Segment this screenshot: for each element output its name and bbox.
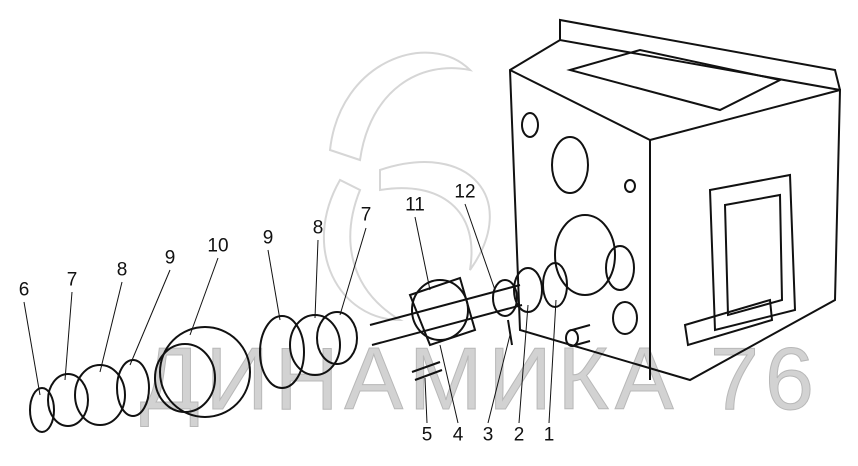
- callout-9: 9: [164, 247, 176, 269]
- callout-9b: 9: [262, 227, 274, 249]
- callout-7: 7: [66, 269, 78, 291]
- leader-lines: [23, 203, 557, 424]
- watermark-logo: [322, 51, 491, 322]
- callout-11: 11: [405, 194, 425, 216]
- flange-11: [408, 276, 477, 347]
- bolt-5: [411, 361, 443, 381]
- gearbox-housing: [508, 18, 842, 382]
- callout-12: 12: [454, 181, 476, 203]
- callout-7b: 7: [360, 204, 372, 226]
- callout-1: 1: [543, 424, 555, 446]
- ring-9b: [116, 359, 150, 417]
- bearing-7: [316, 311, 358, 365]
- callout-3: 3: [482, 424, 494, 446]
- gear-10: [159, 326, 251, 418]
- callout-5: 5: [421, 424, 433, 446]
- washer-8: [289, 314, 341, 376]
- callout-2: 2: [513, 424, 525, 446]
- ring-6: [29, 387, 55, 433]
- callout-4: 4: [452, 424, 464, 446]
- washer-8b: [74, 364, 126, 426]
- bearing-7b: [47, 373, 89, 427]
- callout-8b: 8: [312, 217, 324, 239]
- watermark: ДИНАМИКА 76: [140, 329, 820, 429]
- callout-8: 8: [116, 259, 128, 281]
- shaft-assembly: [29, 262, 568, 433]
- callout-6: 6: [18, 279, 30, 301]
- snap-ring-1: [542, 262, 568, 308]
- pin-3: [507, 319, 513, 346]
- callout-10: 10: [207, 235, 229, 257]
- bearing-2: [513, 267, 543, 313]
- ring-9: [259, 315, 305, 389]
